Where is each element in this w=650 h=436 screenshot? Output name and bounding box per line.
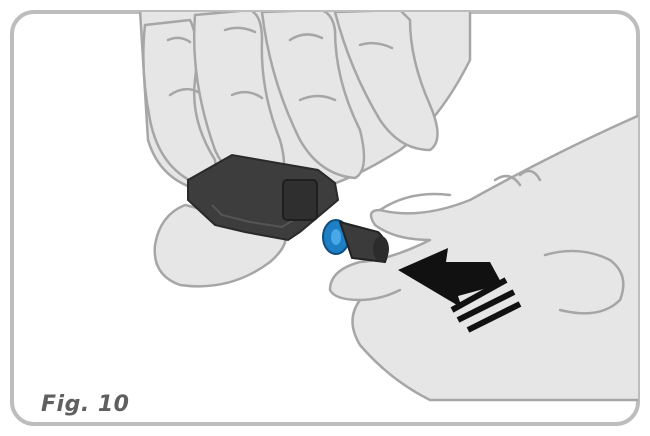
- figure-caption: Fig. 10: [41, 392, 129, 417]
